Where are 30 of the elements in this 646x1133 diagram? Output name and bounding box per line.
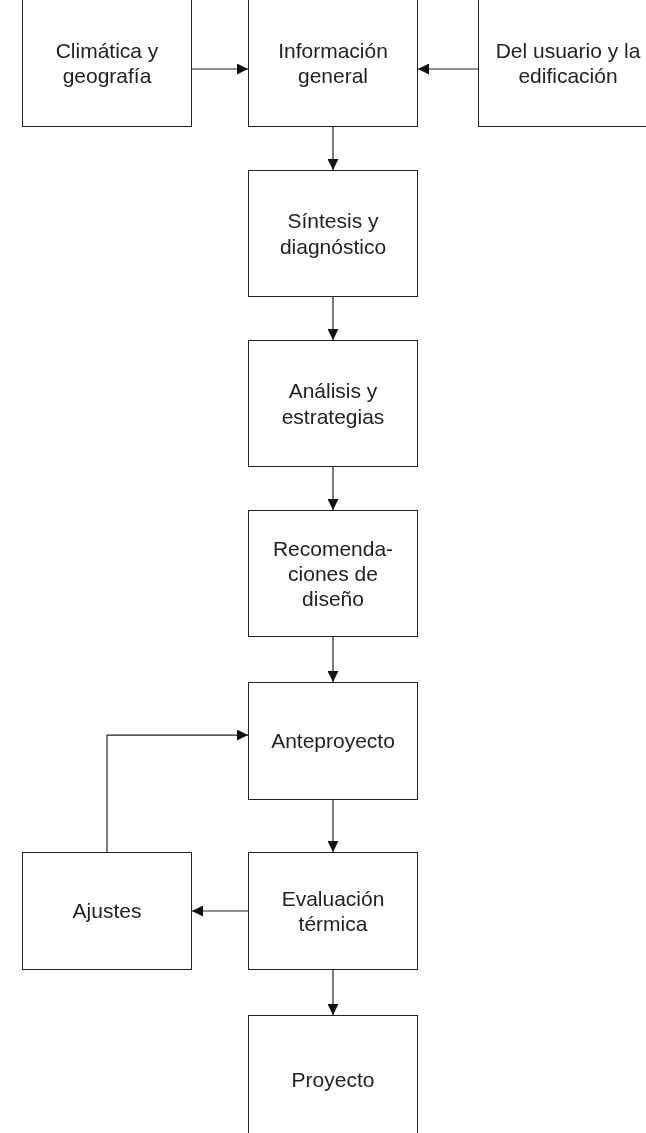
process-box xyxy=(248,0,418,127)
process-box xyxy=(248,340,418,467)
box-label: Del usuario y la edificación xyxy=(494,37,642,89)
arrow xyxy=(327,296,339,341)
process-box xyxy=(248,510,418,637)
arrow xyxy=(327,466,339,511)
box-label: Ajustes xyxy=(72,898,142,924)
box-label: Información general xyxy=(277,37,389,89)
arrow xyxy=(327,799,339,853)
box-label: Climática y geografía xyxy=(54,37,160,89)
arrow xyxy=(327,636,339,683)
arrow xyxy=(417,63,479,75)
arrow xyxy=(191,905,249,917)
box-label: Anteproyecto xyxy=(271,728,395,754)
box-label: Evaluación térmica xyxy=(280,885,386,937)
process-box xyxy=(22,0,192,127)
process-box xyxy=(248,682,418,800)
arrow xyxy=(327,126,339,171)
process-box xyxy=(248,1015,418,1133)
box-label: Proyecto xyxy=(291,1067,375,1093)
process-box xyxy=(22,852,192,970)
arrow xyxy=(327,969,339,1016)
process-box xyxy=(248,852,418,970)
box-label: Síntesis y diagnóstico xyxy=(278,208,388,259)
arrow xyxy=(191,63,249,75)
process-box xyxy=(478,0,646,127)
box-label: Recomenda- ciones de diseño xyxy=(271,535,395,612)
box-label: Análisis y estrategias xyxy=(280,378,386,429)
arrow xyxy=(106,729,249,853)
process-box xyxy=(248,170,418,297)
